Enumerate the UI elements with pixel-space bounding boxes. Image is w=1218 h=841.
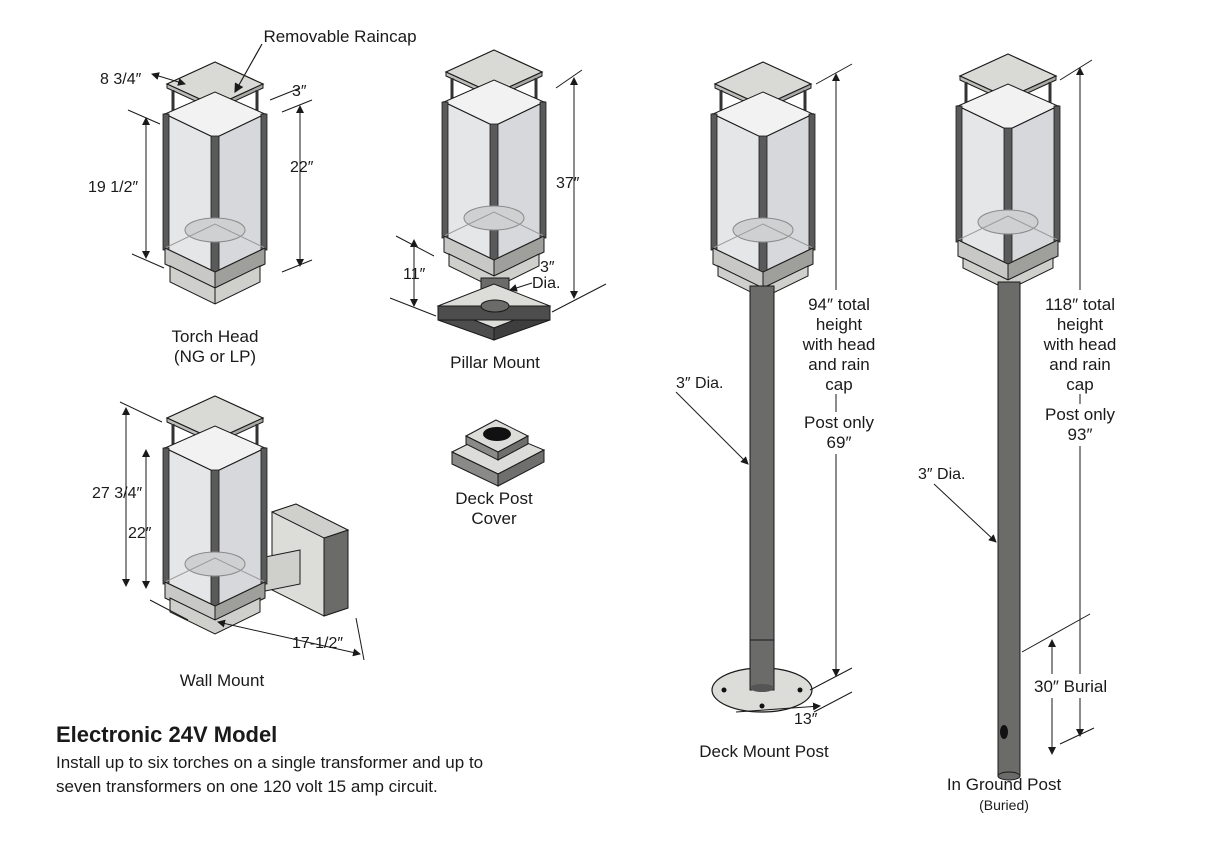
wall-total-dim: 27 3/4″ <box>92 485 142 502</box>
torch-body-dim: 19 1/2″ <box>88 179 138 196</box>
buried-label: (Buried) <box>979 797 1029 813</box>
model-desc-line-2: seven transformers on one 120 volt 15 am… <box>56 777 438 796</box>
pillar-dia-label: Dia. <box>532 275 560 292</box>
torch-width-dim: 8 3/4″ <box>100 71 142 88</box>
ground-total-note: 118″ total height with head and rain cap <box>1036 290 1128 394</box>
svg-text:118″ total: 118″ total <box>1045 295 1115 314</box>
pillar-dia-dim: 3″ <box>540 259 555 276</box>
torch-total-dim: 22″ <box>290 159 314 176</box>
deck-post-note: Post only 69″ <box>798 412 882 454</box>
svg-text:cap: cap <box>1066 375 1093 394</box>
torch-head-label: Torch Head <box>172 327 259 346</box>
svg-text:94″ total: 94″ total <box>808 295 870 314</box>
wall-head-dim: 22″ <box>128 525 152 542</box>
pillar-total-dim: 37″ <box>556 175 580 192</box>
svg-text:cap: cap <box>825 375 852 394</box>
svg-text:and rain: and rain <box>808 355 869 374</box>
svg-text:with head: with head <box>802 335 876 354</box>
pillar-base-dim: 11″ <box>403 266 426 283</box>
deck-mount-post-label: Deck Mount Post <box>699 742 829 761</box>
deck-dia-dim: 3″ Dia. <box>676 375 723 392</box>
pillar-mount-label: Pillar Mount <box>450 353 540 372</box>
deck-post-cover-figure <box>450 419 546 487</box>
torch-head-figure <box>161 60 269 305</box>
svg-text:with head: with head <box>1043 335 1117 354</box>
deck-post-cover-sublabel: Cover <box>471 509 517 528</box>
torch-cap-dim: 3″ <box>292 83 307 100</box>
model-title: Electronic 24V Model <box>56 722 277 747</box>
svg-text:and rain: and rain <box>1049 355 1110 374</box>
deck-post-cover-label: Deck Post <box>455 489 533 508</box>
svg-text:93″: 93″ <box>1068 425 1093 444</box>
torch-head-sublabel: (NG or LP) <box>174 347 256 366</box>
deck-mount-post-figure <box>709 60 817 713</box>
wall-mount-label: Wall Mount <box>180 671 265 690</box>
ground-burial-dim: 30″ Burial <box>1034 677 1107 696</box>
svg-text:69″: 69″ <box>827 433 852 452</box>
svg-text:height: height <box>1057 315 1104 334</box>
in-ground-post-label: In Ground Post <box>947 775 1062 794</box>
deck-total-note: 94″ total height with head and rain cap <box>796 290 882 394</box>
ground-dia-dim: 3″ Dia. <box>918 466 965 483</box>
model-desc-line-1: Install up to six torches on a single tr… <box>56 753 483 772</box>
svg-text:height: height <box>816 315 863 334</box>
in-ground-post-figure <box>954 52 1062 781</box>
wall-mount-figure <box>161 394 350 635</box>
ground-post-note: Post only 93″ <box>1036 404 1124 446</box>
svg-text:Post only: Post only <box>1045 405 1115 424</box>
raincap-label: Removable Raincap <box>263 27 416 46</box>
pillar-mount-figure <box>436 48 552 341</box>
wall-arm-dim: 17-1/2″ <box>292 635 343 652</box>
svg-text:Post only: Post only <box>804 413 874 432</box>
deck-base-dim: 13″ <box>794 711 818 728</box>
